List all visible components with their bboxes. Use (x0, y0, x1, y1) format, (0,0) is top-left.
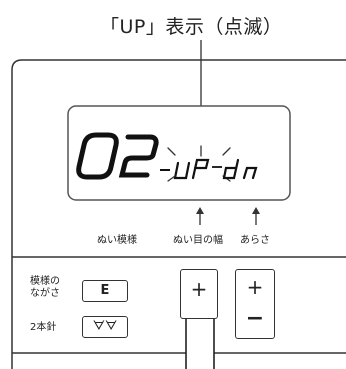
label-stitch-width: ぬい目の幅 (173, 235, 223, 246)
coarseness-button-group: + − (235, 269, 275, 339)
label-pattern-length-line2: ながさ (30, 288, 60, 299)
lcd-digits (76, 132, 159, 180)
lcd-display (67, 105, 291, 201)
label-pattern-length: 模様の ながさ (30, 276, 60, 300)
pattern-length-button[interactable]: E (82, 280, 128, 302)
panel-outline (11, 59, 346, 369)
stitch-width-plus-button[interactable]: + (180, 269, 218, 319)
stitch-width-arrow (196, 207, 204, 225)
label-twin-needle: 2本針 (30, 322, 57, 333)
coarseness-minus-button[interactable]: − (245, 306, 265, 331)
label-pattern: ぬい模様 (97, 235, 137, 246)
coarseness-plus-button[interactable]: + (246, 275, 264, 299)
lcd-up-glyph (173, 158, 210, 180)
lcd-dn-glyph (222, 158, 258, 180)
twin-needle-button[interactable]: ᗊᗊ (82, 316, 128, 338)
label-pattern-length-line1: 模様の (30, 276, 60, 287)
label-coarseness: あらさ (240, 235, 270, 246)
coarseness-arrow (252, 207, 260, 225)
callout-title: 「UP」表示（点滅） (100, 16, 283, 38)
